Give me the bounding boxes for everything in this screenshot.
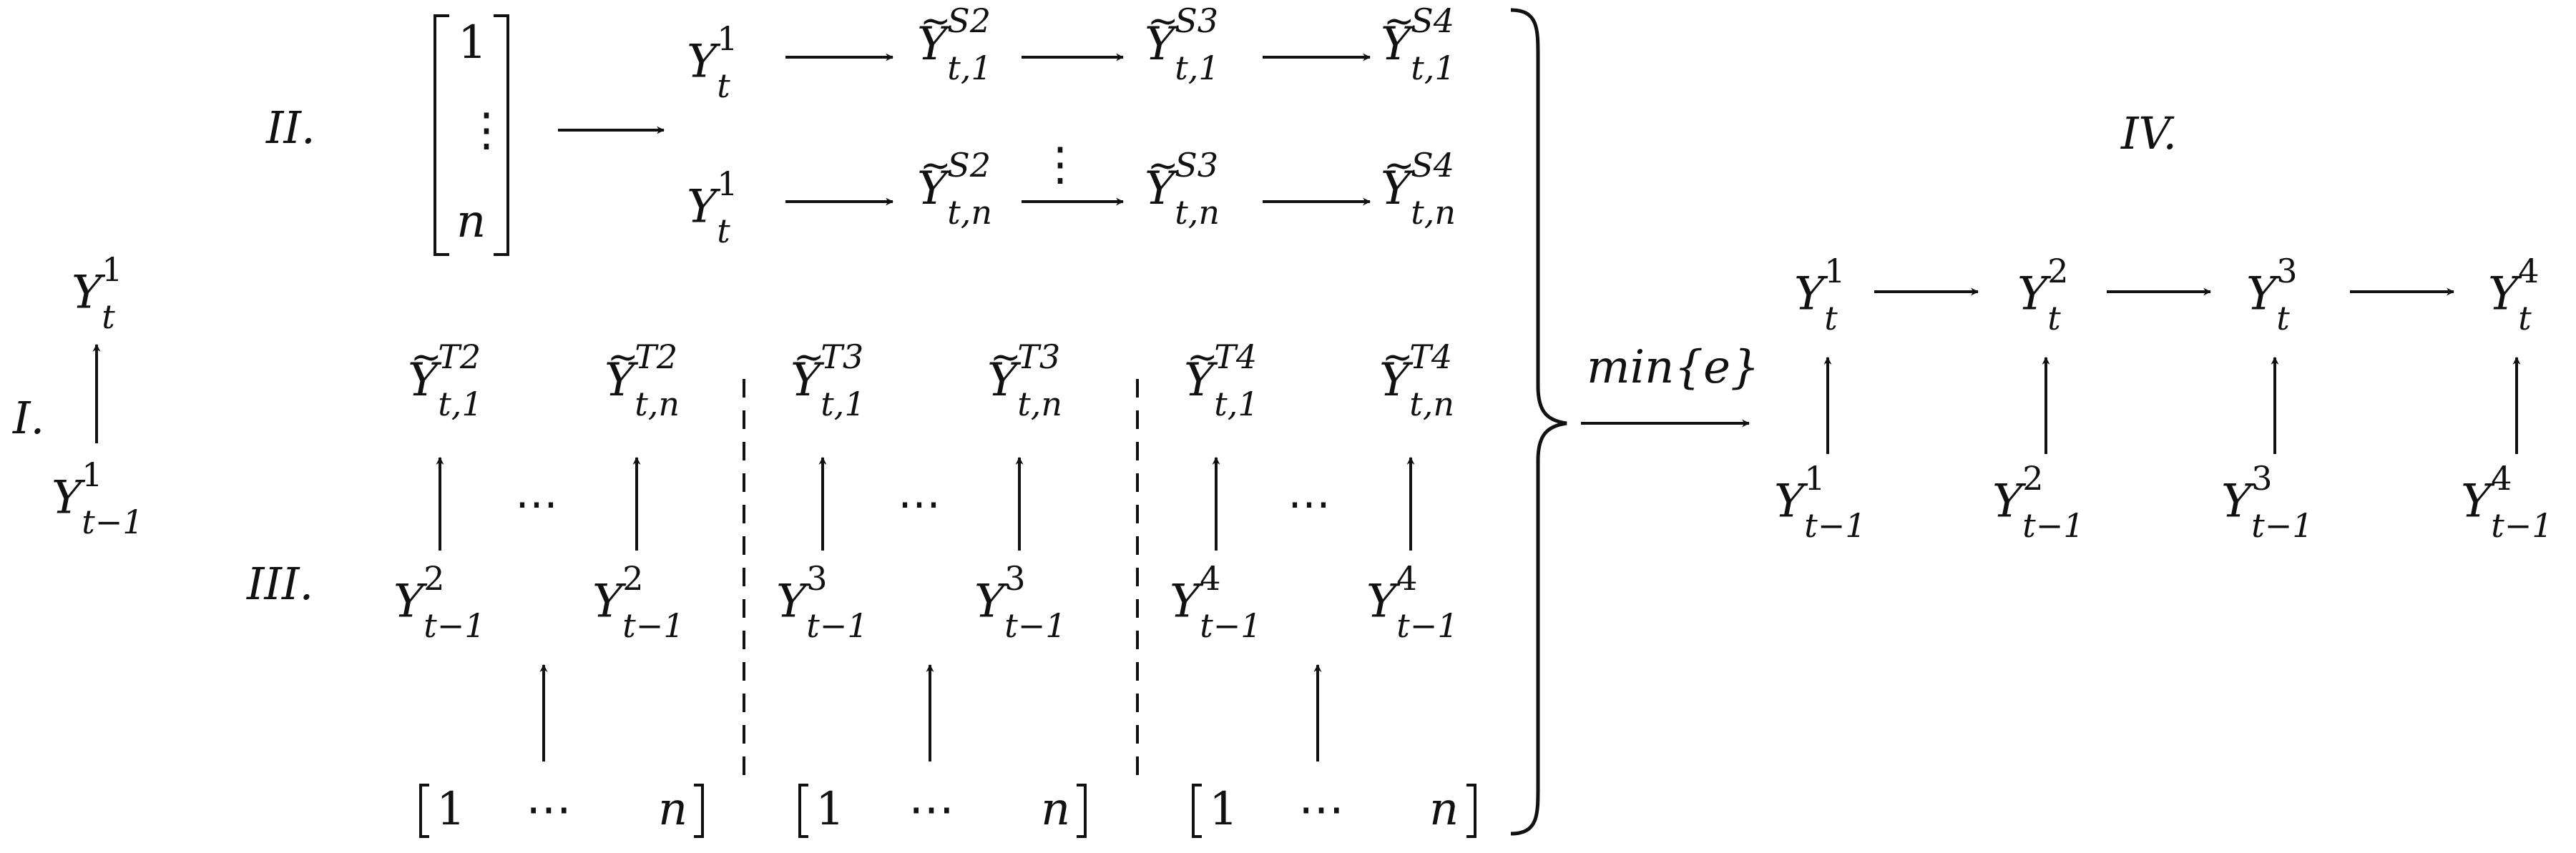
III-b1-row-last: n (658, 783, 688, 836)
vector-first: 1 (458, 16, 487, 69)
III-b3-row-dots: ⋯ (1298, 783, 1344, 836)
vector-dots: ⋮ (464, 104, 509, 157)
vector-bracket-left (434, 14, 449, 256)
row-bracket-3-right (1466, 784, 1476, 838)
III-b3-hdots: ⋯ (1288, 479, 1338, 529)
III-b3-row-first: 1 (1209, 783, 1238, 836)
III-b1-row-dots: ⋯ (526, 783, 572, 836)
III-b1-hdots: ⋯ (515, 479, 565, 529)
III-b2-row-first: 1 (816, 783, 845, 836)
label-I: I. (13, 392, 45, 444)
III-b1-row-first: 1 (436, 783, 466, 836)
III-b2-hdots: ⋯ (898, 479, 948, 529)
row-bracket-3-left (1192, 784, 1202, 838)
right-brace (1510, 8, 1567, 836)
label-II: II. (266, 102, 315, 154)
row-bracket-1-left (419, 784, 429, 838)
row-bracket-2-left (798, 784, 808, 838)
vector-last: n (456, 195, 486, 248)
III-b3-row-last: n (1429, 783, 1459, 836)
label-IV: IV. (2121, 107, 2178, 159)
min-e-label: min{e} (1587, 341, 1760, 394)
II-vdots: ⋮ (1037, 138, 1083, 191)
III-b2-row-dots: ⋯ (909, 783, 954, 836)
row-bracket-1-right (694, 784, 704, 838)
vector-bracket-right (494, 14, 509, 256)
row-bracket-2-right (1077, 784, 1087, 838)
III-b2-row-last: n (1041, 783, 1071, 836)
label-III: III. (247, 558, 314, 610)
